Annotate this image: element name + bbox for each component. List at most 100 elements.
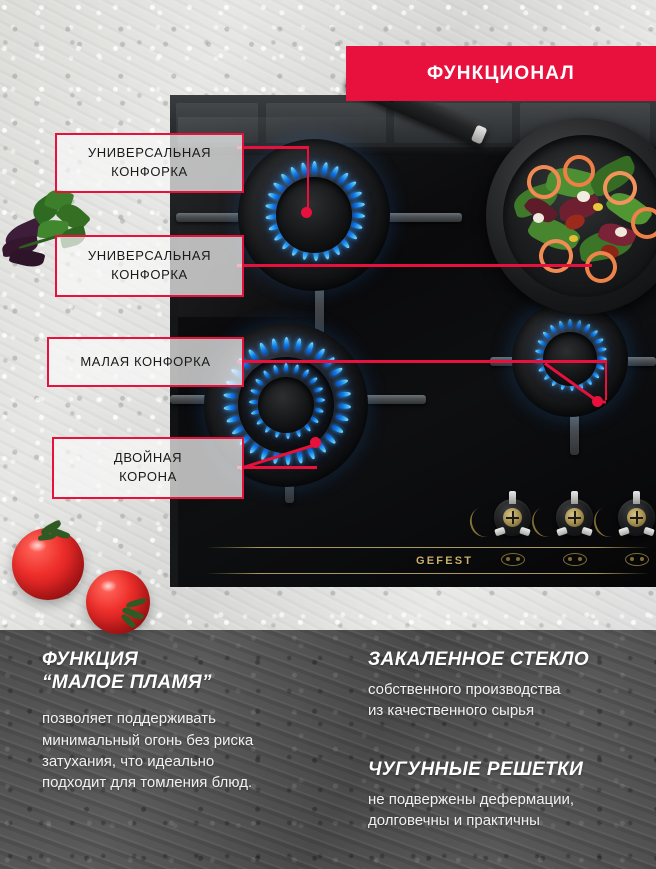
flame (316, 398, 325, 402)
flame (223, 393, 237, 400)
flame-crown (534, 319, 608, 395)
flame (330, 423, 345, 435)
feature-cast-iron-grates: ЧУГУННЫЕ РЕШЕТКИ не подвержены дефермаци… (368, 758, 648, 832)
leader-line (237, 466, 317, 469)
callout-small-burner[interactable]: МАЛАЯ КОНФОРКА (47, 337, 244, 387)
burner-universal-top-left (238, 139, 390, 291)
flame (351, 211, 366, 219)
flame (223, 405, 237, 412)
callout-universal-burner-1[interactable]: УНИВЕРСАЛЬНАЯ КОНФОРКА (55, 133, 244, 193)
flame (595, 363, 605, 371)
leader-line (306, 146, 309, 214)
basil-leaf (8, 246, 46, 270)
flame (296, 450, 305, 464)
gold-trim-line (206, 573, 650, 574)
cast-iron-grate (342, 395, 426, 404)
corn-kernel (569, 235, 578, 242)
flame (549, 324, 558, 334)
flame (283, 337, 289, 350)
flame (271, 181, 286, 194)
cast-iron-grate (176, 213, 280, 222)
knob-hub (565, 508, 584, 527)
knob-hub (503, 508, 522, 527)
flame-crown (264, 161, 366, 265)
flame (337, 390, 352, 397)
flame (314, 347, 326, 361)
control-knob[interactable] (618, 491, 655, 537)
flame (313, 386, 324, 393)
brand-logo: GEFEST (416, 555, 474, 567)
flame (311, 161, 317, 174)
garlic-clove (577, 191, 590, 202)
leader-line (237, 146, 309, 149)
tomato-large (12, 519, 84, 600)
burner-cap (276, 177, 352, 253)
leader-line-universal-2 (590, 264, 592, 267)
callout-label: ДВОЙНАЯ КОРОНА (113, 450, 183, 484)
flame (349, 220, 364, 230)
flame (334, 377, 349, 387)
flame (336, 171, 350, 185)
flame (294, 337, 302, 352)
burner-indicator-icon (625, 553, 649, 566)
feature-small-flame: ФУНКЦИЯ “МАЛОЕ ПЛАМЯ” позволяет поддержи… (42, 648, 342, 794)
dark-concrete-background (0, 630, 656, 869)
flame (288, 166, 300, 180)
knob-indicator (571, 491, 578, 504)
cast-iron-grate (610, 357, 656, 366)
flame (262, 369, 271, 380)
burner-indicator-icon (501, 553, 525, 566)
garlic-clove (615, 227, 627, 237)
callout-label: УНИВЕРСАЛЬНАЯ КОНФОРКА (87, 145, 212, 179)
knob-hub (627, 508, 646, 527)
knob-indicator (633, 491, 640, 504)
feature-title: ЗАКАЛЕННОЕ СТЕКЛО (368, 649, 590, 670)
flame (597, 346, 607, 353)
feature-body: собственного производства из качественно… (368, 681, 561, 720)
corn-kernel (593, 203, 603, 211)
flame (249, 400, 258, 404)
callout-label: МАЛАЯ КОНФОРКА (80, 353, 211, 369)
burner-small-right (512, 301, 628, 417)
flame-crown-inner (248, 363, 325, 443)
flame (257, 342, 268, 356)
control-knob[interactable] (556, 491, 593, 537)
knob-indicator (509, 491, 516, 504)
flame (309, 415, 320, 425)
flame (329, 164, 340, 179)
flame (324, 432, 338, 445)
leader-dot-double-crown (310, 437, 321, 448)
cast-iron-grate (366, 213, 462, 222)
banner-title: ФУНКЦИОНАЛ (427, 62, 575, 84)
section-banner: ФУНКЦИОНАЛ (346, 46, 656, 101)
flame (337, 402, 352, 409)
flame (246, 348, 259, 362)
cast-iron-grate (315, 265, 324, 337)
gold-trim-line (206, 547, 650, 548)
flame-crown-outer (222, 337, 352, 469)
flame (306, 446, 317, 460)
flame (575, 319, 583, 330)
control-knob[interactable] (494, 491, 531, 537)
burner-cap-inner (258, 377, 314, 433)
feature-body: не подвержены дефермации, долговечны и п… (368, 791, 575, 830)
feature-title: ЧУГУННЫЕ РЕШЕТКИ (368, 759, 584, 780)
flame (541, 330, 552, 340)
tomato-small (86, 570, 150, 634)
flame (279, 172, 292, 186)
burner-cap (543, 332, 597, 386)
flame (301, 368, 311, 379)
flame (537, 339, 547, 347)
flame (320, 161, 329, 176)
flame (343, 179, 358, 192)
callout-universal-burner-2[interactable]: УНИВЕРСАЛЬНАЯ КОНФОРКА (55, 235, 244, 297)
gas-cooktop-photo: GEFEST (170, 95, 656, 587)
flame (284, 363, 288, 372)
callout-double-crown[interactable]: ДВОЙНАЯ КОРОНА (52, 437, 244, 499)
leader-line (237, 264, 592, 267)
leader-line (237, 360, 607, 363)
flame (249, 388, 260, 395)
frying-pan (343, 68, 656, 318)
flame (583, 323, 592, 333)
flame (322, 355, 336, 368)
